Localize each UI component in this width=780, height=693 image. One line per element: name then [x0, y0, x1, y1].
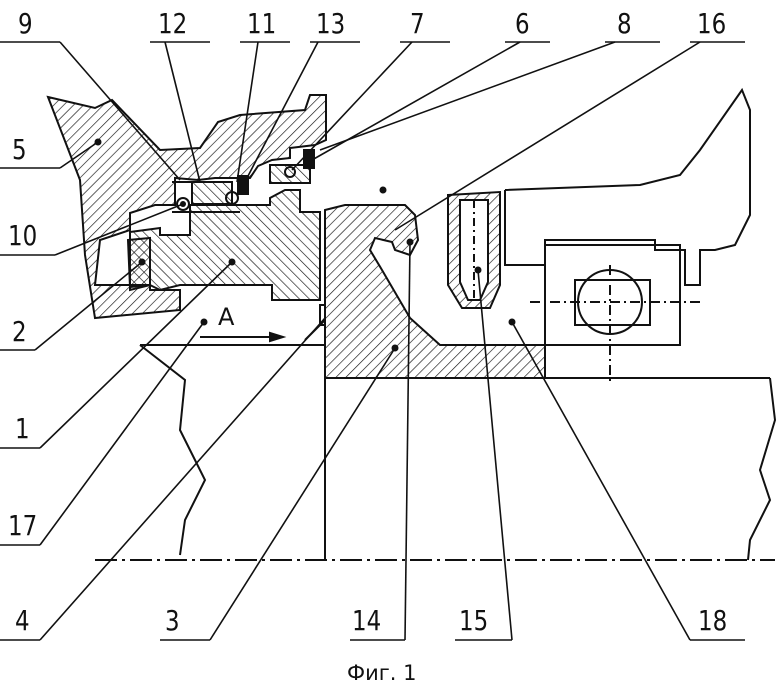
callout-13: 13 [316, 7, 346, 40]
part-7-collar [269, 164, 311, 184]
part-3-body [324, 204, 546, 379]
callout-8: 8 [617, 7, 632, 40]
seal-8-oring [284, 166, 296, 178]
seal-10-oring [176, 197, 190, 211]
callout-18: 18 [698, 604, 728, 637]
callout-4: 4 [15, 604, 30, 637]
callout-17: 17 [8, 509, 38, 542]
callout-3: 3 [165, 604, 180, 637]
callout-9: 9 [18, 7, 33, 40]
bearing-housing [544, 244, 681, 346]
part-2-shaft [129, 189, 321, 301]
figure-caption: Фиг. 1 [347, 661, 417, 685]
callout-6: 6 [515, 7, 530, 40]
callout-11: 11 [247, 7, 277, 40]
callout-5: 5 [12, 133, 27, 166]
callout-10: 10 [8, 219, 38, 252]
callout-7: 7 [410, 7, 425, 40]
callout-2: 2 [12, 315, 27, 348]
callout-12: 12 [158, 7, 188, 40]
seal-11-oring [225, 191, 239, 205]
callout-15: 15 [459, 604, 489, 637]
callout-14: 14 [352, 604, 382, 637]
machine-frame [504, 87, 751, 345]
part-5-housing [46, 94, 327, 320]
seal-13 [237, 175, 249, 195]
callout-1: 1 [15, 412, 30, 445]
arrow-a-label: A [218, 303, 235, 331]
callout-16: 16 [697, 7, 727, 40]
